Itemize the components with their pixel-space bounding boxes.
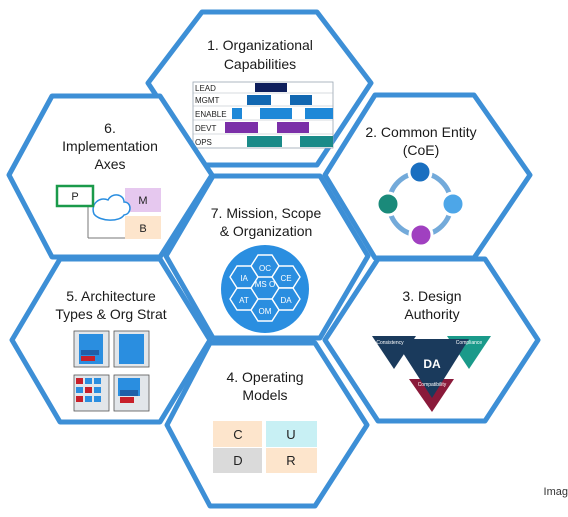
hexagon-architecture-types: 5. Architecture Types & Org Strat: [9, 256, 213, 425]
enable-bar-1: [232, 108, 242, 119]
hexagon-mission-scope: 7. Mission, Scope & Organization OC CE D…: [163, 173, 371, 341]
cap-row-mgmt-label: MGMT: [195, 96, 220, 105]
architecture-types-graphic: [73, 330, 150, 412]
da-center-label: DA: [423, 357, 441, 371]
hex-1-title-line-1: 1. Organizational: [207, 37, 313, 53]
honeycomb-ia-label: IA: [240, 274, 248, 283]
hex-7-title-line-1: 7. Mission, Scope: [211, 205, 322, 221]
capability-grid: LEAD MGMT ENABLE DEVT OPS: [192, 81, 334, 149]
op-cell-u: [266, 421, 317, 447]
mgmt-bar-2: [290, 95, 312, 105]
op-cell-c: [213, 421, 262, 447]
devt-bar-2: [277, 122, 309, 133]
implementation-axes-graphic: P M B: [55, 184, 161, 239]
coe-node-right: [440, 191, 466, 217]
cap-row-devt-label: DEVT: [195, 124, 216, 133]
impl-p-label: P: [71, 191, 78, 203]
mgmt-bar-1: [247, 95, 271, 105]
op-cell-d: [213, 448, 262, 473]
operating-model-grid: C U D R: [213, 421, 317, 473]
hex-6-title-line-2: Implementation: [62, 138, 158, 154]
honeycomb-da-label: DA: [280, 296, 292, 305]
footer-caption: Imag: [543, 486, 568, 498]
da-right-label: Compliance: [456, 340, 483, 346]
hex-3-title-line-2: Authority: [404, 306, 459, 322]
cap-row-ops-label: OPS: [195, 138, 212, 147]
op-cell-r-label: R: [286, 453, 295, 468]
hex-4-title-line-2: Models: [242, 387, 287, 403]
honeycomb-cell-ia: [229, 265, 259, 289]
honeycomb-center-label: MS O: [255, 280, 275, 289]
hex-6-shape: [6, 93, 215, 260]
hex-7-title-line-2: & Organization: [220, 223, 313, 239]
da-left-label: Consistency: [376, 340, 404, 346]
hexagon-implementation-axes: 6. Implementation Axes P M B: [6, 93, 215, 260]
op-cell-c-label: C: [233, 427, 242, 442]
ops-bar-2: [300, 136, 333, 147]
cloud-icon: [92, 194, 131, 221]
cap-row-enable-label: ENABLE: [195, 110, 227, 119]
da-center-triangle: [394, 339, 469, 398]
hex-2-title-line-2: (CoE): [403, 142, 440, 158]
hex-5-title-line-2: Types & Org Strat: [55, 306, 166, 322]
honeycomb-ce-label: CE: [280, 274, 291, 283]
da-bottom-label: Compatibility: [418, 382, 447, 388]
enable-bar-2: [260, 108, 292, 119]
op-cell-d-label: D: [233, 453, 242, 468]
coe-node-left: [375, 191, 401, 217]
op-cell-r: [266, 448, 317, 473]
impl-b-label: B: [139, 223, 146, 235]
honeycomb-at-label: AT: [239, 296, 249, 305]
impl-b-block: [125, 216, 161, 239]
coe-node-top: [407, 159, 433, 185]
lead-bar: [255, 83, 287, 92]
hex-2-title-line-1: 2. Common Entity: [365, 124, 476, 140]
honeycomb-om-label: OM: [259, 307, 272, 316]
op-cell-u-label: U: [286, 427, 295, 442]
honeycomb-oc-label: OC: [259, 264, 271, 273]
impl-p-block: [55, 184, 95, 208]
hex-4-title-line-1: 4. Operating: [226, 369, 303, 385]
impl-m-block: [125, 188, 161, 212]
enable-bar-3: [305, 108, 333, 119]
impl-m-label: M: [138, 195, 147, 207]
hexagon-operating-models: 4. Operating Models C U D R: [164, 340, 370, 509]
coe-node-bottom: [408, 222, 434, 248]
hexagon-design-authority: 3. Design Authority Consistency Complian…: [322, 256, 541, 424]
mission-honeycomb-graphic: OC CE DA OM AT IA MS O: [221, 245, 309, 333]
hex-6-title-line-3: Axes: [94, 156, 125, 172]
ops-bar-1: [247, 136, 282, 147]
cap-row-lead-label: LEAD: [195, 84, 216, 93]
coe-cycle-graphic: [375, 159, 466, 248]
devt-bar-1: [225, 122, 258, 133]
da-triangle-graphic: Consistency Compliance Compatibility DA: [372, 336, 491, 412]
hex-6-title-line-1: 6.: [104, 120, 116, 136]
hexagon-organizational-capabilities: 1. Organizational Capabilities LEAD MGMT…: [145, 9, 374, 168]
hex-5-title-line-1: 5. Architecture: [66, 288, 156, 304]
hex-3-title-line-1: 3. Design: [402, 288, 461, 304]
hex-1-title-line-2: Capabilities: [224, 56, 296, 72]
